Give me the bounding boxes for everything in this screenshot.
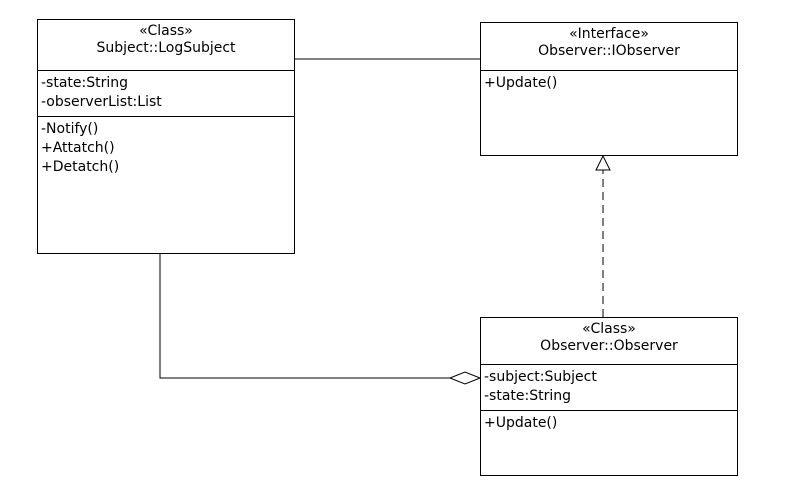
- aggregation-line: [159, 254, 450, 379]
- class-name: Subject::LogSubject: [96, 40, 236, 56]
- operations-compartment: +Update(): [481, 410, 737, 433]
- attributes-compartment: -subject:Subject -state:String: [481, 364, 737, 410]
- class-stereotype: «Class»: [139, 23, 193, 39]
- operation-row: +Update(): [484, 75, 558, 91]
- class-header: «Class» Observer::Observer: [481, 318, 737, 364]
- attribute-row: -state:String: [41, 75, 129, 91]
- attribute-row: -subject:Subject: [484, 369, 597, 385]
- class-name: Observer::Observer: [540, 338, 678, 354]
- aggregation-diamond: [448, 371, 482, 385]
- interface-name: Observer::IObserver: [538, 43, 680, 59]
- operations-compartment: +Update(): [481, 70, 737, 93]
- interface-header: «Interface» Observer::IObserver: [481, 23, 737, 70]
- operations-compartment: -Notify() +Attatch() +Detatch(): [38, 116, 294, 177]
- interface-stereotype: «Interface»: [569, 26, 649, 42]
- realization-triangle-arrowhead: [595, 154, 611, 171]
- operation-row: +Update(): [484, 415, 558, 431]
- class-box-log-subject[interactable]: «Class» Subject::LogSubject -state:Strin…: [37, 19, 295, 254]
- class-header: «Class» Subject::LogSubject: [38, 20, 294, 70]
- attribute-row: -state:String: [484, 388, 572, 404]
- class-box-observer[interactable]: «Class» Observer::Observer -subject:Subj…: [480, 317, 738, 476]
- class-stereotype: «Class»: [582, 321, 636, 337]
- attributes-compartment: -state:String -observerList:List: [38, 70, 294, 116]
- operation-row: +Attatch(): [41, 140, 115, 156]
- attribute-row: -observerList:List: [41, 94, 162, 110]
- operation-row: +Detatch(): [41, 159, 120, 175]
- interface-box-iobserver[interactable]: «Interface» Observer::IObserver +Update(…: [480, 22, 738, 156]
- operation-row: -Notify(): [41, 121, 99, 137]
